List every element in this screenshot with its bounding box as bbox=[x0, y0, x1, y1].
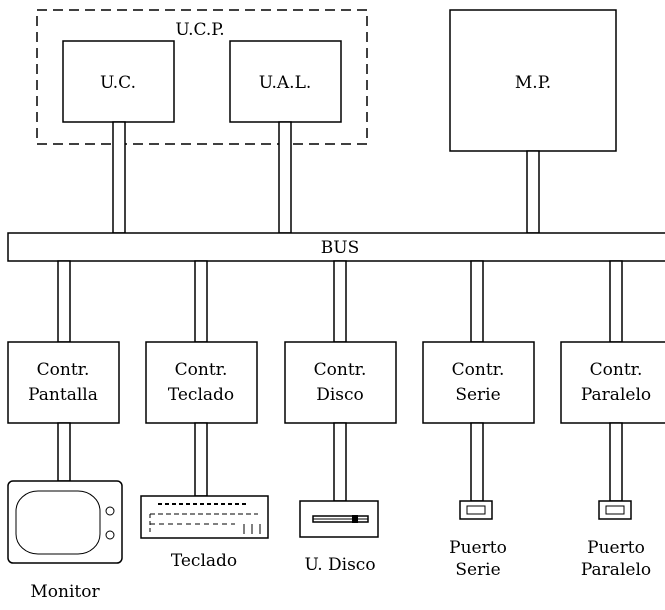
control-unit-label: U.C. bbox=[100, 73, 136, 93]
bus-disk-controller-connector bbox=[334, 261, 346, 342]
monitor-icon bbox=[8, 481, 122, 563]
parallel-controller-label-1: Contr. bbox=[590, 360, 643, 380]
parallel-port-label-2: Paralelo bbox=[581, 560, 651, 580]
bus-serial-controller-connector bbox=[471, 261, 483, 342]
disk-label: U. Disco bbox=[304, 555, 375, 575]
serial-port-connector bbox=[471, 423, 483, 501]
disk-controller-label-2: Disco bbox=[316, 385, 364, 405]
control-unit-bus-connector bbox=[113, 122, 125, 233]
cpu-label: U.C.P. bbox=[175, 20, 224, 40]
keyboard-controller-label-1: Contr. bbox=[175, 360, 228, 380]
parallel-controller-label-2: Paralelo bbox=[581, 385, 651, 405]
main-memory-label: M.P. bbox=[515, 73, 551, 93]
bus-keyboard-controller-connector bbox=[195, 261, 207, 342]
serial-controller-label-2: Serie bbox=[455, 385, 500, 405]
keyboard-controller-label-2: Teclado bbox=[168, 385, 234, 405]
screen-controller-box bbox=[8, 342, 119, 423]
monitor-label: Monitor bbox=[30, 582, 100, 602]
keyboard-icon bbox=[141, 496, 268, 538]
parallel-controller-box bbox=[561, 342, 665, 423]
disk-drive-icon bbox=[300, 501, 378, 537]
keyboard-label: Teclado bbox=[171, 551, 237, 571]
serial-controller-box bbox=[423, 342, 534, 423]
alu-label: U.A.L. bbox=[259, 73, 312, 93]
memory-bus-connector bbox=[527, 151, 539, 233]
serial-port-label-1: Puerto bbox=[449, 538, 507, 558]
screen-controller-label-1: Contr. bbox=[37, 360, 90, 380]
disk-controller-box bbox=[285, 342, 396, 423]
screen-controller-label-2: Pantalla bbox=[28, 385, 98, 405]
serial-controller-label-1: Contr. bbox=[452, 360, 505, 380]
alu-bus-connector bbox=[279, 122, 291, 233]
keyboard-device-connector bbox=[195, 423, 207, 496]
screen-monitor-connector bbox=[58, 423, 70, 481]
parallel-port-icon bbox=[599, 501, 631, 519]
serial-port-icon bbox=[460, 501, 492, 519]
parallel-port-connector bbox=[610, 423, 622, 501]
serial-port-label-2: Serie bbox=[455, 560, 500, 580]
disk-device-connector bbox=[334, 423, 346, 501]
bus-screen-controller-connector bbox=[58, 261, 70, 342]
disk-controller-label-1: Contr. bbox=[314, 360, 367, 380]
bus-label: BUS bbox=[321, 238, 359, 258]
parallel-port-label-1: Puerto bbox=[587, 538, 645, 558]
bus-parallel-controller-connector bbox=[610, 261, 622, 342]
keyboard-controller-box bbox=[146, 342, 257, 423]
